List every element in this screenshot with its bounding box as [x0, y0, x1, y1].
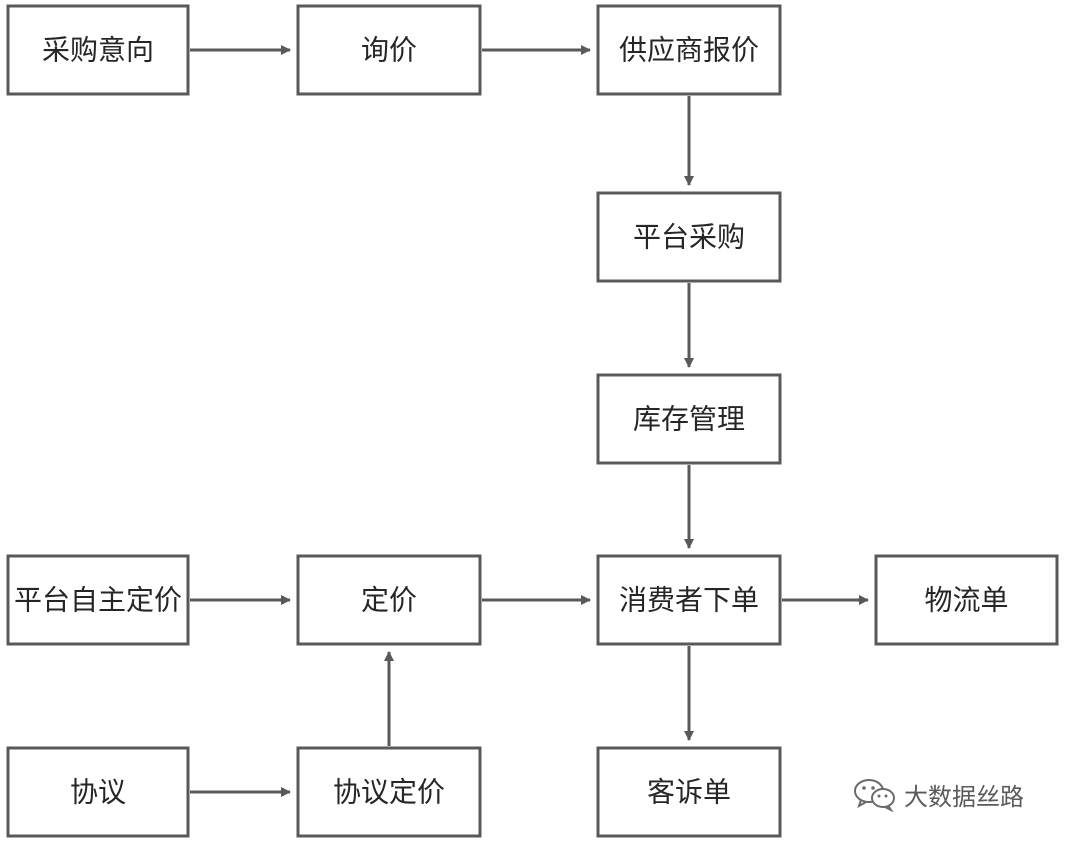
watermark: 大数据丝路	[852, 774, 1024, 814]
node-box	[296, 746, 482, 838]
node-label: 协议定价	[333, 776, 445, 809]
node-kucun-guanli: 库存管理	[596, 373, 782, 465]
node-label: 供应商报价	[619, 34, 759, 67]
node-label: 平台自主定价	[14, 584, 182, 617]
node-box	[6, 554, 190, 646]
node-box	[596, 4, 782, 96]
node-label: 物流单	[924, 584, 1008, 617]
node-box	[596, 373, 782, 465]
node-kesudan: 客诉单	[596, 746, 782, 838]
node-label: 询价	[361, 34, 417, 67]
node-box	[596, 746, 782, 838]
node-box	[596, 191, 782, 283]
node-xiaofeizhe-xiadan: 消费者下单	[596, 554, 782, 646]
node-pingtai-caigou: 平台采购	[596, 191, 782, 283]
node-pingtai-zizhu-dingjia: 平台自主定价	[6, 554, 190, 646]
wechat-icon	[854, 779, 895, 812]
node-box	[596, 554, 782, 646]
node-box	[6, 4, 190, 96]
node-label: 定价	[361, 584, 417, 617]
node-xunjia: 询价	[296, 4, 482, 96]
node-box	[296, 554, 482, 646]
watermark-text: 大数据丝路	[904, 782, 1024, 811]
node-dingjia: 定价	[296, 554, 482, 646]
node-label: 客诉单	[647, 776, 731, 809]
node-box	[6, 746, 190, 838]
edges-layer	[190, 45, 869, 797]
node-xieyi: 协议	[6, 746, 190, 838]
node-caigou-yixiang: 采购意向	[6, 4, 190, 96]
node-label: 平台采购	[633, 221, 745, 254]
node-box	[874, 554, 1059, 646]
node-gongyingshang-baojia: 供应商报价	[596, 4, 782, 96]
node-label: 协议	[70, 776, 126, 809]
node-box	[296, 4, 482, 96]
node-label: 采购意向	[42, 34, 154, 67]
node-label: 库存管理	[633, 403, 745, 436]
node-xieyi-dingjia: 协议定价	[296, 746, 482, 838]
node-wuliudan: 物流单	[874, 554, 1059, 646]
node-label: 消费者下单	[619, 584, 759, 617]
